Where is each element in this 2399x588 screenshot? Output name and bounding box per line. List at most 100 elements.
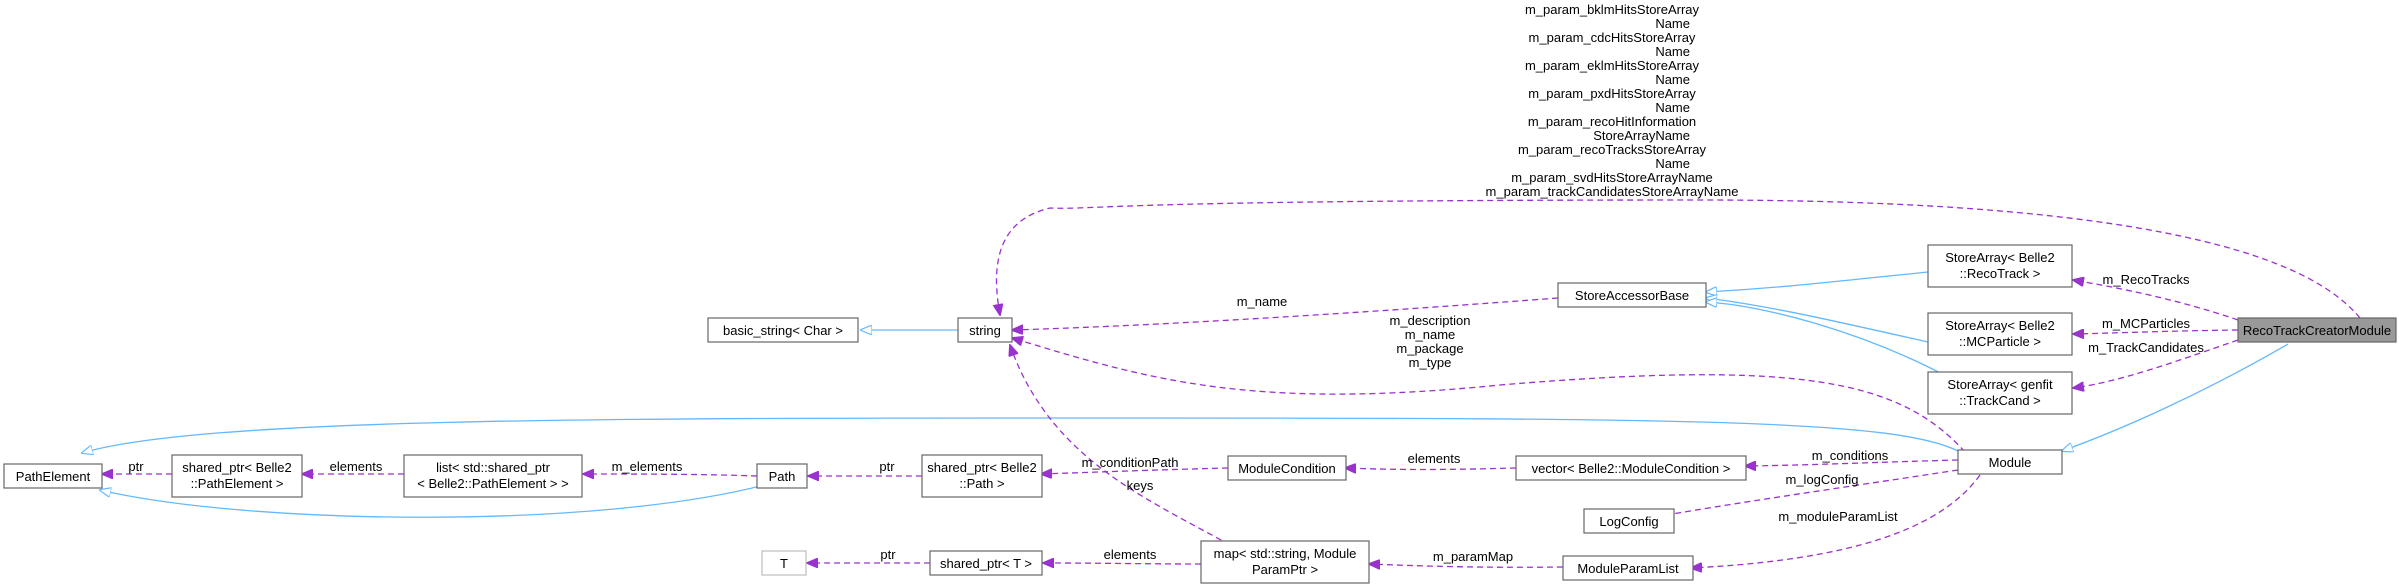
edge-recotrack-inherits-accessor [1706, 271, 1929, 292]
svg-text:< Belle2::PathElement > >: < Belle2::PathElement > > [417, 476, 568, 491]
module-strings-label-3: m_package [1396, 341, 1463, 356]
svg-text:map< std::string, Module: map< std::string, Module [1214, 546, 1357, 561]
module-strings-label-1: m_description [1390, 313, 1471, 328]
top-params-line: Name [1655, 100, 1690, 115]
ptr-path-label: ptr [879, 459, 895, 474]
svg-text:Path: Path [769, 469, 796, 484]
top-params-line: m_param_trackCandidatesStoreArrayName [1486, 184, 1739, 199]
node-list-shared-ptr[interactable]: list< std::shared_ptr < Belle2::PathElem… [403, 454, 583, 498]
top-params-line: Name [1655, 156, 1690, 171]
m-mc-particles-label: m_MCParticles [2102, 316, 2191, 331]
svg-text:ModuleParamList: ModuleParamList [1577, 561, 1679, 576]
top-params-label: m_param_bklmHitsStoreArrayNamem_param_cd… [1486, 2, 1739, 199]
edge-track-candidates [2073, 339, 2239, 388]
top-params-line: m_param_pxdHitsStoreArray [1528, 86, 1696, 101]
edge-recotrackcreator-inherits-module [2062, 343, 2289, 451]
top-params-line: m_param_svdHitsStoreArrayName [1511, 170, 1713, 185]
edge-module-inherits-pathelement [82, 417, 1961, 453]
elements-map-label: elements [1104, 547, 1157, 562]
top-params-line: Name [1655, 16, 1690, 31]
svg-text:shared_ptr< T >: shared_ptr< T > [940, 556, 1032, 571]
elements-conditions-label: elements [1408, 451, 1461, 466]
svg-text:shared_ptr< Belle2: shared_ptr< Belle2 [927, 460, 1037, 475]
node-log-config[interactable]: LogConfig [1583, 508, 1675, 534]
edge-mcparticle-inherits-accessor [1706, 298, 1929, 343]
node-t[interactable]: T [761, 550, 807, 576]
node-vector-module-condition[interactable]: vector< Belle2::ModuleCondition > [1515, 455, 1747, 481]
node-module[interactable]: Module [1957, 449, 2063, 475]
top-params-line: m_param_recoTracksStoreArray [1518, 142, 1707, 157]
m-conditions-label: m_conditions [1812, 448, 1889, 463]
svg-text:::RecoTrack >: ::RecoTrack > [1960, 266, 2041, 281]
edge-log-config [1650, 469, 1959, 518]
node-reco-track-creator-module[interactable]: RecoTrackCreatorModule [2237, 317, 2397, 343]
ptr-t-label: ptr [880, 547, 896, 562]
node-store-accessor-base[interactable]: StoreAccessorBase [1557, 282, 1707, 308]
edge-top-params [997, 199, 2361, 319]
node-module-param-list[interactable]: ModuleParamList [1562, 555, 1694, 581]
node-map-string[interactable]: map< std::string, Module ParamPtr > [1200, 540, 1370, 584]
node-string[interactable]: string [957, 317, 1013, 343]
edge-module-strings [1012, 338, 1966, 453]
edge-elements-map [1043, 563, 1202, 564]
svg-text:StoreAccessorBase: StoreAccessorBase [1575, 288, 1689, 303]
svg-text:::Path >: ::Path > [959, 476, 1004, 491]
edge-m-elements [583, 474, 758, 476]
svg-text:string: string [969, 323, 1001, 338]
edge-module-param-list [1691, 474, 1981, 568]
m-track-candidates-label: m_TrackCandidates [2088, 340, 2204, 355]
edge-trackcand-inherits-accessor [1706, 302, 1951, 379]
node-shared-ptr-path[interactable]: shared_ptr< Belle2 ::Path > [921, 454, 1043, 498]
top-params-line: Name [1655, 72, 1690, 87]
top-params-line: m_param_eklmHitsStoreArray [1525, 58, 1700, 73]
svg-text:ModuleCondition: ModuleCondition [1238, 461, 1336, 476]
svg-text:RecoTrackCreatorModule: RecoTrackCreatorModule [2243, 323, 2391, 338]
module-strings-label-2: m_name [1405, 327, 1456, 342]
svg-text:vector< Belle2::ModuleConditio: vector< Belle2::ModuleCondition > [1532, 461, 1731, 476]
top-params-line: m_param_bklmHitsStoreArray [1525, 2, 1700, 17]
elements-list-label: elements [330, 459, 383, 474]
m-log-config-label: m_logConfig [1786, 472, 1859, 487]
module-strings-label-4: m_type [1409, 355, 1452, 370]
edge-param-map [1369, 564, 1564, 567]
node-path[interactable]: Path [756, 463, 808, 489]
edge-reco-tracks [2073, 280, 2239, 321]
edge-elements-conditions [1345, 468, 1517, 470]
m-module-param-list-label: m_moduleParamList [1778, 509, 1898, 524]
svg-text:::PathElement >: ::PathElement > [191, 476, 284, 491]
node-basic-string[interactable]: basic_string< Char > [707, 317, 859, 343]
node-path-element[interactable]: PathElement [3, 463, 103, 489]
node-shared-ptr-pathelement[interactable]: shared_ptr< Belle2 ::PathElement > [171, 454, 303, 498]
node-store-array-mcparticle[interactable]: StoreArray< Belle2 ::MCParticle > [1927, 312, 2073, 356]
top-params-line: m_param_cdcHitsStoreArray [1529, 30, 1696, 45]
svg-text:Module: Module [1989, 455, 2032, 470]
node-module-condition[interactable]: ModuleCondition [1227, 455, 1347, 481]
svg-text:StoreArray< genfit: StoreArray< genfit [1947, 377, 2053, 392]
svg-text:basic_string< Char >: basic_string< Char > [723, 323, 843, 338]
m-param-map-label: m_paramMap [1433, 549, 1513, 564]
svg-text:StoreArray< Belle2: StoreArray< Belle2 [1945, 318, 2054, 333]
svg-text:T: T [780, 556, 788, 571]
m-name-label: m_name [1237, 294, 1288, 309]
svg-text:list< std::shared_ptr: list< std::shared_ptr [436, 460, 550, 475]
svg-text:::MCParticle >: ::MCParticle > [1959, 334, 2041, 349]
edge-mc-particles [2073, 330, 2239, 334]
top-params-line: StoreArrayName [1593, 128, 1690, 143]
top-params-line: Name [1655, 44, 1690, 59]
svg-text:LogConfig: LogConfig [1599, 514, 1658, 529]
edge-keys [1010, 345, 1231, 546]
node-store-array-trackcand[interactable]: StoreArray< genfit ::TrackCand > [1927, 371, 2073, 415]
edge-path-inherits-pathelement [100, 482, 773, 518]
top-params-line: m_param_recoHitInformation [1528, 114, 1696, 129]
svg-text:shared_ptr< Belle2: shared_ptr< Belle2 [182, 460, 292, 475]
svg-text:::TrackCand >: ::TrackCand > [1959, 393, 2041, 408]
node-shared-ptr-t[interactable]: shared_ptr< T > [929, 550, 1043, 576]
m-elements-label: m_elements [612, 459, 683, 474]
svg-text:StoreArray< Belle2: StoreArray< Belle2 [1945, 250, 2054, 265]
m-reco-tracks-label: m_RecoTracks [2103, 272, 2190, 287]
edge-m-name [1012, 297, 1559, 330]
m-condition-path-label: m_conditionPath [1082, 455, 1179, 470]
svg-text:PathElement: PathElement [16, 469, 91, 484]
node-store-array-recotrack[interactable]: StoreArray< Belle2 ::RecoTrack > [1927, 244, 2073, 288]
